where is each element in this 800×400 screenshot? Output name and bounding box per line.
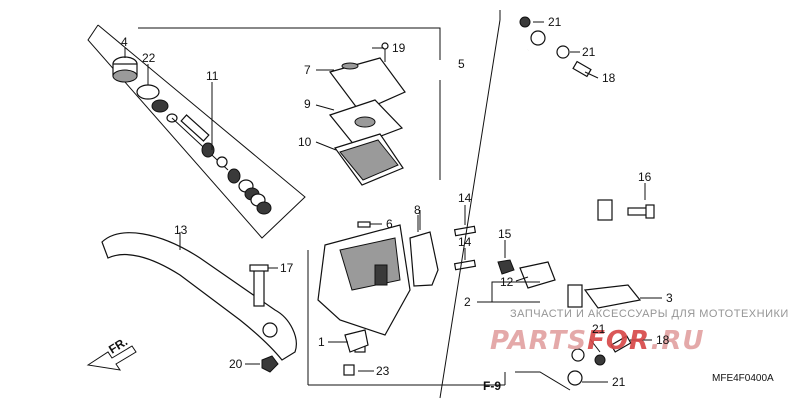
callout-19: 19 [392, 41, 406, 55]
watermark-brand: PARTSFOR.RU [490, 326, 705, 356]
circlip-part [136, 84, 160, 100]
callout-21-second: 21 [582, 45, 596, 59]
figure-reference: F-9 [483, 379, 501, 393]
master-cylinder-body [317, 224, 411, 353]
callout-1: 1 [318, 335, 325, 349]
diagram-code: MFE4F0400A [712, 373, 774, 384]
callout-7: 7 [304, 63, 311, 77]
callout-4: 4 [121, 35, 128, 49]
reservoir-cap [328, 57, 406, 113]
watermark-brand-a: PARTS [490, 326, 587, 356]
callout-12: 12 [500, 275, 514, 289]
callout-14-upper: 14 [458, 191, 472, 205]
callout-2: 2 [464, 295, 471, 309]
screw-6-part [357, 221, 371, 228]
reservoir-cap-assembly [328, 42, 406, 186]
piston-kit-parts [112, 56, 272, 215]
holder-part [409, 215, 439, 287]
callout-11: 11 [206, 69, 219, 83]
callout-21-third: 21 [592, 322, 606, 336]
callout-16: 16 [638, 170, 652, 184]
hose-clamp [583, 284, 642, 309]
callout-5: 5 [458, 57, 465, 71]
brake-lever [101, 232, 297, 361]
callout-21-top: 21 [548, 15, 562, 29]
callout-3: 3 [666, 291, 673, 305]
callout-10: 10 [298, 135, 312, 149]
callout-15: 15 [498, 227, 512, 241]
callout-8: 8 [414, 203, 421, 217]
leader-lines [124, 21, 662, 383]
lever-nut [261, 355, 279, 373]
stop-switch [343, 364, 355, 376]
piston-kit-outline [87, 24, 306, 239]
callout-22: 22 [142, 51, 156, 65]
brake-hose [439, 10, 613, 399]
callout-13: 13 [174, 223, 188, 237]
callout-18-upper: 18 [602, 71, 616, 85]
front-direction-arrow: FR. [86, 334, 137, 371]
lower-fittings [515, 335, 632, 391]
holder-bolts [453, 225, 477, 271]
callout-21-bottom: 21 [612, 375, 626, 389]
spring-part [238, 179, 272, 215]
callout-20: 20 [229, 357, 243, 371]
callout-labels: 4 22 11 7 9 10 19 5 8 6 14 14 15 12 2 13… [121, 15, 673, 389]
callout-14-lower: 14 [458, 235, 472, 249]
watermark: ЗАПЧАСТИ И АКСЕССУАРЫ ДЛЯ МОТОТЕХНИКИ PA… [490, 308, 789, 356]
callout-17: 17 [280, 261, 294, 275]
callout-6: 6 [386, 217, 393, 231]
footer-refs: F-9 MFE4F0400A [483, 373, 774, 393]
watermark-brand-c: .RU [650, 326, 704, 356]
watermark-brand-b: FOR [587, 326, 650, 356]
bolt-16-part [627, 204, 655, 219]
callout-23: 23 [376, 364, 390, 378]
callout-18-lower: 18 [656, 333, 670, 347]
watermark-caption: ЗАПЧАСТИ И АКСЕССУАРЫ ДЛЯ МОТОТЕХНИКИ [510, 308, 789, 320]
group-5-bracket-line [138, 27, 506, 386]
callout-9: 9 [304, 97, 311, 111]
piston-part [180, 114, 210, 142]
